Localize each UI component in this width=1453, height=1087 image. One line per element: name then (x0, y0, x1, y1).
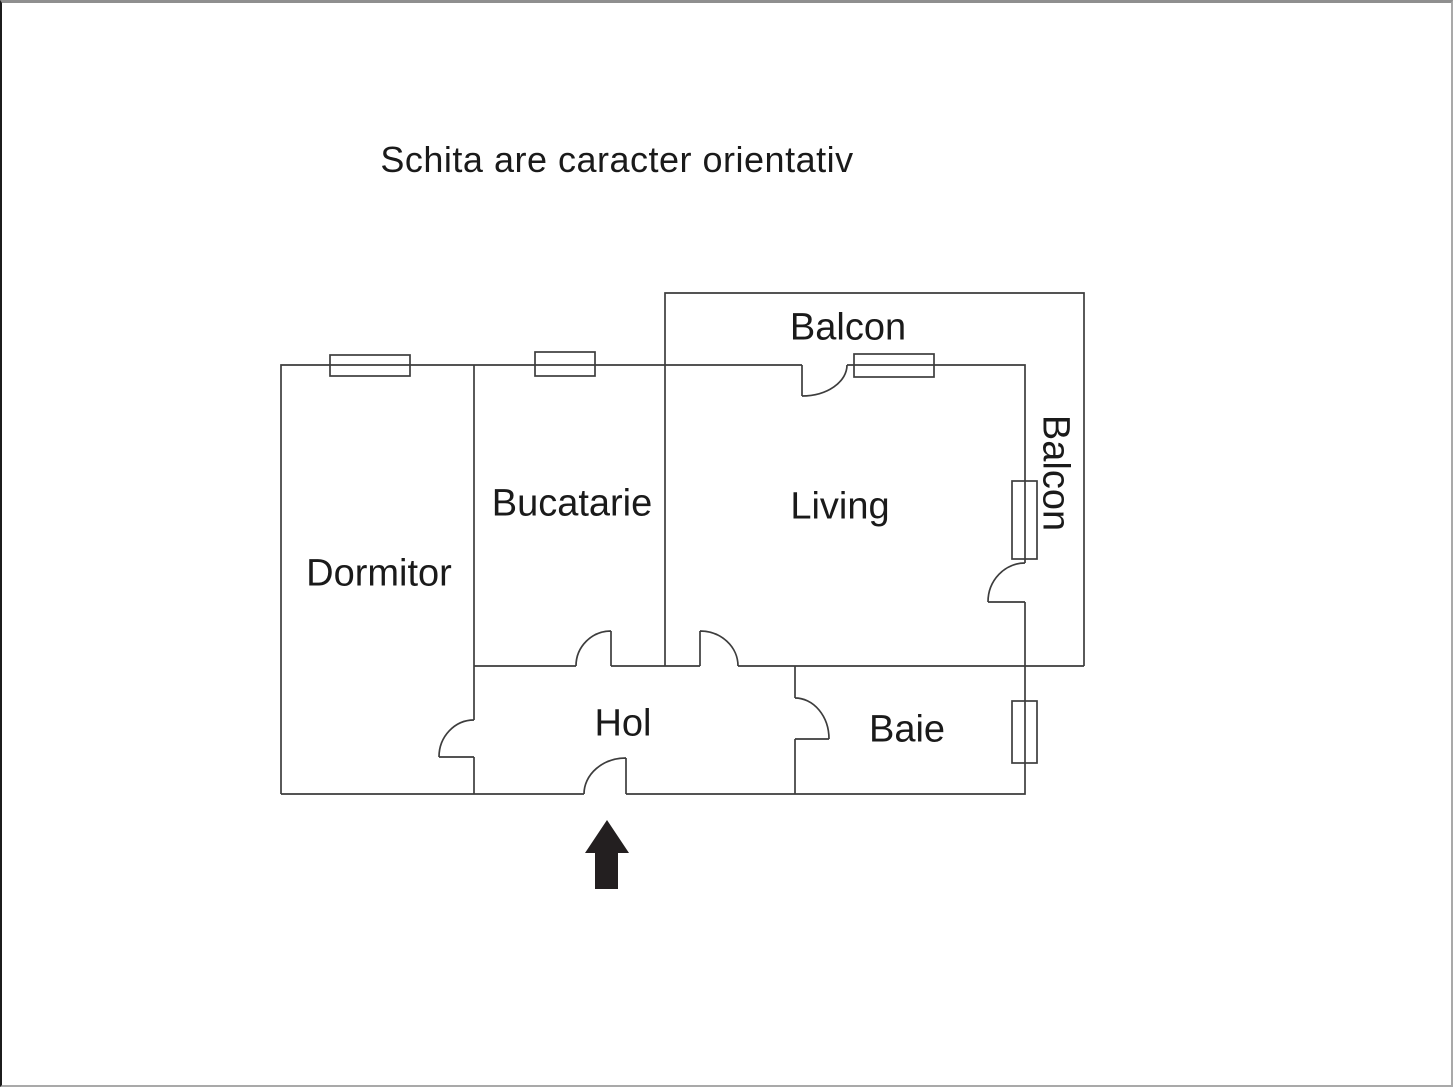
entrance-door (583, 757, 627, 795)
floor-plan-drawing (280, 292, 1085, 889)
bucatarie-window (534, 351, 596, 377)
baie-door (794, 697, 830, 740)
plan-disclaimer-title: Schita are caracter orientativ (380, 139, 854, 180)
balcony-top-door (801, 364, 848, 397)
bucatarie-door (575, 630, 612, 667)
living-door (699, 630, 739, 667)
balcony-right-door (987, 562, 1026, 603)
balcony-outline (664, 292, 1085, 666)
dormitor-door (438, 719, 475, 758)
room-label-baie: Baie (868, 708, 946, 751)
room-label-bucatarie: Bucatarie (491, 482, 653, 525)
entrance-arrow-icon (585, 820, 629, 889)
outer-walls (280, 364, 1026, 795)
interior-walls (473, 365, 1084, 794)
room-label-living: Living (790, 485, 890, 528)
room-label-hol: Hol (594, 702, 652, 745)
room-label-balcon-right: Balcon (1034, 414, 1077, 532)
doors (438, 364, 1026, 795)
room-label-dormitor: Dormitor (306, 552, 452, 595)
windows (329, 351, 1038, 764)
room-label-balcon-top: Balcon (789, 306, 907, 349)
